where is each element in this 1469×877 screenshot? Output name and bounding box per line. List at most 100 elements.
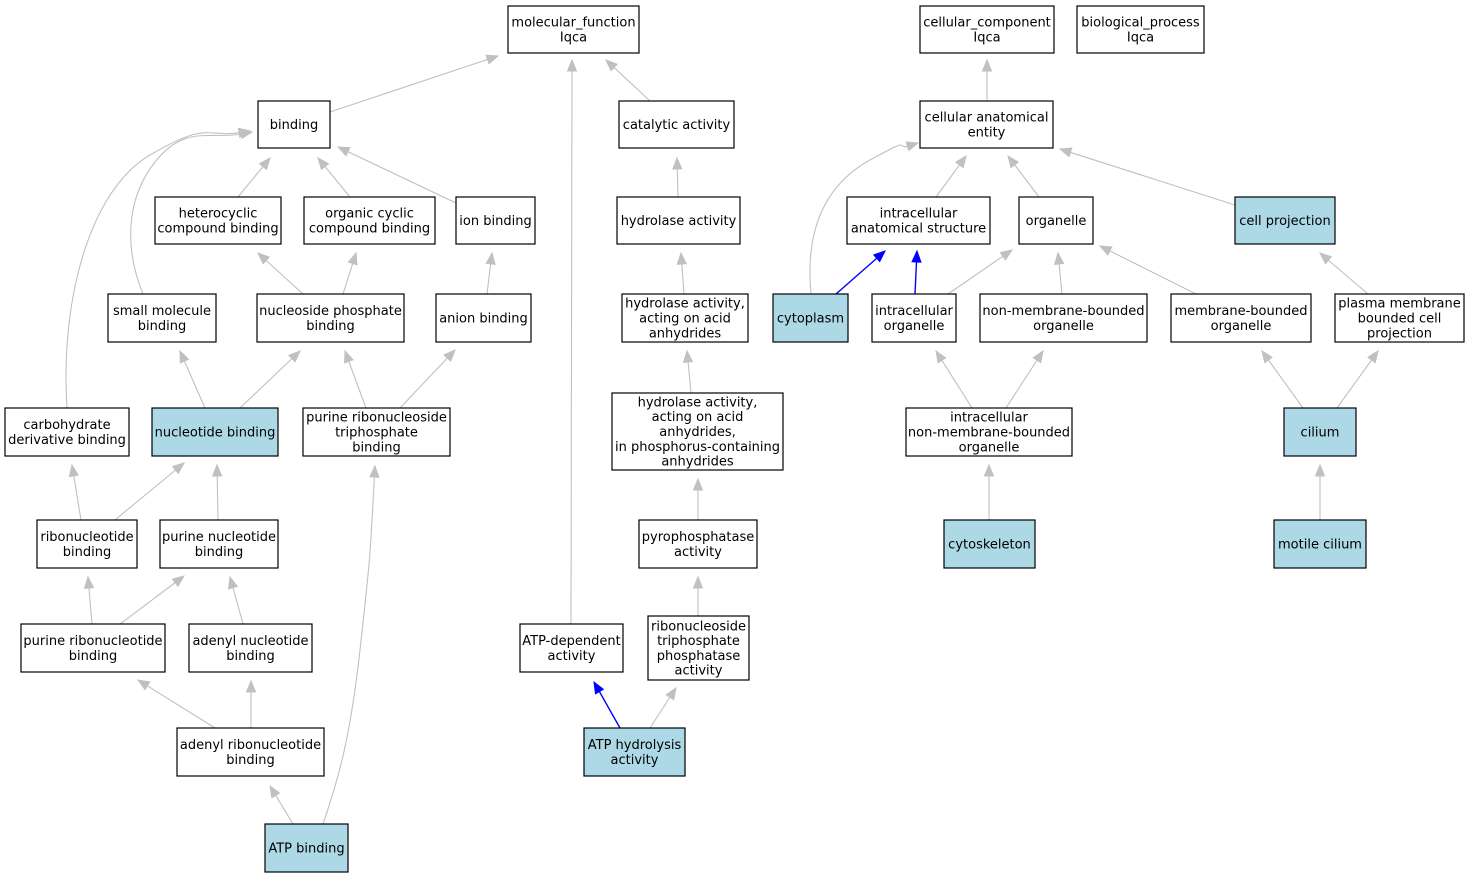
edge-arrowhead [605, 59, 618, 72]
node-ribonucleoside-triphosphate-phosphatase-activity[interactable]: ribonucleosidetriphosphatephosphataseact… [647, 615, 750, 681]
edge-line [570, 69, 573, 625]
node-motile-cilium[interactable]: motile cilium [1273, 519, 1367, 569]
edge-line [1058, 262, 1063, 295]
edge-heterocyclic-compound-binding-to-binding [237, 156, 271, 198]
node-box [1018, 196, 1094, 245]
node-box [611, 392, 784, 471]
edge-line [486, 262, 492, 295]
edge-intracellular-non-membrane-bounded-organelle-to-intracellular-organelle [935, 349, 973, 409]
node-box [583, 727, 686, 777]
edge-line [73, 474, 82, 521]
node-label-line: binding [270, 118, 318, 133]
node-label-line: activity [674, 545, 722, 560]
edge-line [119, 581, 177, 625]
edge-plasma-membrane-bounded-cell-projection-to-cell-projection [1318, 252, 1369, 295]
node-intracellular-non-membrane-bounded-organelle[interactable]: intracellularnon-membrane-boundedorganel… [905, 407, 1073, 457]
node-hydrolase-activity[interactable]: hydrolase activity [616, 196, 741, 245]
node-box [20, 623, 166, 673]
edge-arrowhead [369, 464, 380, 478]
edge-line [1267, 358, 1304, 409]
node-label-line: ribonucleoside [651, 619, 746, 634]
edge-line [329, 58, 489, 113]
edge-line [216, 474, 219, 521]
edge-arrowhead [905, 141, 920, 152]
node-label-line: activity [611, 753, 659, 768]
edge-line [1108, 249, 1197, 295]
node-organelle[interactable]: organelle [1018, 196, 1094, 245]
edge-arrowhead [245, 679, 257, 693]
edge-line [274, 794, 294, 825]
node-catalytic-activity[interactable]: catalytic activity [618, 100, 735, 149]
edge-nucleoside-phosphate-binding-to-organic-cyclic-compound-binding [342, 251, 358, 295]
node-cilium[interactable]: cilium [1283, 407, 1357, 457]
node-label-line: non-membrane-bounded [908, 426, 1070, 441]
node-box [1234, 196, 1336, 245]
edge-adenyl-nucleotide-binding-to-purine-nucleotide-binding [228, 575, 244, 625]
edge-intracellular-organelle-to-organelle [947, 249, 1014, 295]
node-label-line: binding [306, 319, 354, 334]
edge-line [130, 133, 243, 295]
node-hydrolase-phosphorus-anhydrides[interactable]: hydrolase activity,acting on acidanhydri… [611, 392, 784, 471]
node-box [303, 196, 436, 245]
node-nucleotide-binding[interactable]: nucleotide binding [151, 407, 279, 457]
edge-non-membrane-bounded-organelle-to-organelle [1053, 251, 1065, 295]
edge-nucleotide-binding-to-small-molecule-binding [179, 349, 206, 409]
node-label-line: catalytic activity [623, 118, 731, 133]
node-label-line: organelle [1026, 214, 1087, 229]
edge-purine-ribonucleoside-triphosphate-binding-to-nucleoside-phosphate-binding [344, 349, 367, 409]
edge-atp-dependent-activity-to-molecular-function [566, 58, 578, 625]
node-label-line: entity [968, 125, 1006, 140]
edge-nucleoside-phosphate-binding-to-heterocyclic-compound-binding [257, 252, 304, 295]
node-box [919, 100, 1054, 149]
node-cytoplasm[interactable]: cytoplasm [772, 293, 849, 343]
node-cytoskeleton[interactable]: cytoskeleton [943, 519, 1036, 569]
node-hydrolase-acid-anhydrides[interactable]: hydrolase activity,acting on acidanhydri… [621, 293, 749, 343]
node-label-line: Iqca [560, 30, 587, 45]
node-anion-binding[interactable]: anion binding [435, 293, 532, 343]
edge-cilium-to-membrane-bounded-organelle [1261, 349, 1304, 409]
node-box [176, 727, 325, 777]
node-atp-binding[interactable]: ATP binding [264, 823, 349, 873]
node-label-line: hydrolase activity, [638, 395, 758, 410]
node-label-line: purine nucleotide [162, 530, 276, 545]
edge-line [687, 360, 692, 394]
edge-carbohydrate-derivative-binding-to-binding [65, 127, 252, 409]
node-label-line: cytoskeleton [948, 538, 1031, 553]
node-label-line: activity [548, 649, 596, 664]
node-box [647, 615, 750, 681]
node-cell-projection[interactable]: cell projection [1234, 196, 1336, 245]
node-binding[interactable]: binding [257, 100, 331, 149]
node-label-line: triphosphate [335, 426, 418, 441]
node-box [1170, 293, 1312, 343]
edge-cytoplasm-to-cellular-anatomical-entity [809, 141, 920, 295]
node-label-line: compound binding [157, 221, 278, 236]
edge-arrowhead [566, 58, 578, 72]
edge-line [1327, 259, 1369, 295]
node-ion-binding[interactable]: ion binding [455, 196, 536, 245]
edge-hydrolase-phosphorus-anhydrides-to-hydrolase-acid-anhydrides [682, 349, 694, 394]
